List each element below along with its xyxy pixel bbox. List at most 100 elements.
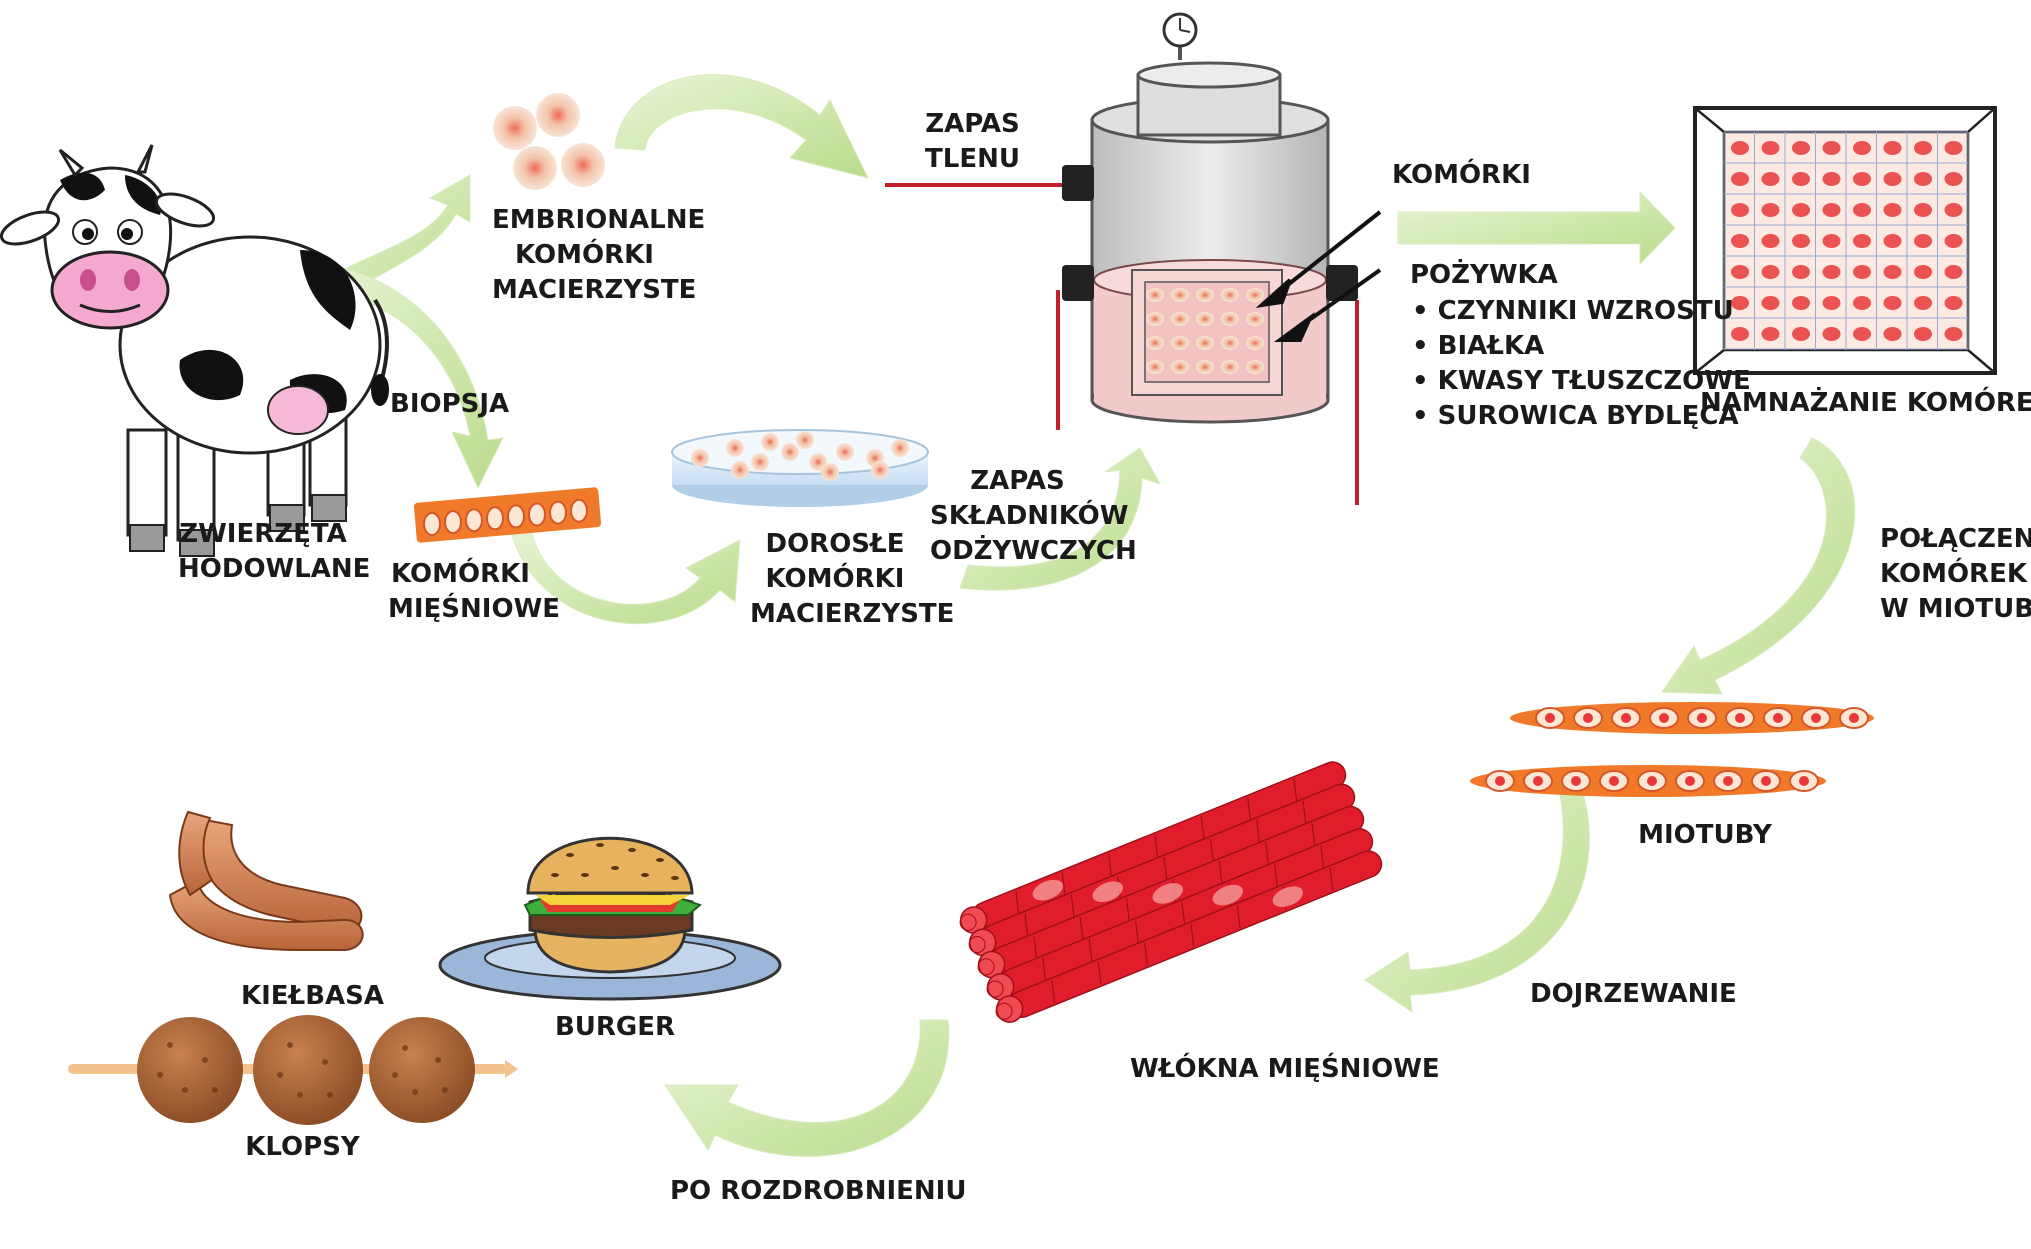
grid-cell bbox=[1914, 141, 1932, 155]
embryonic-cells-icon bbox=[493, 93, 605, 190]
grid-cell bbox=[1731, 172, 1749, 186]
myotube-nucleus-core bbox=[1609, 776, 1619, 786]
arrow-maturation bbox=[1364, 789, 1590, 1014]
meatball-texture bbox=[157, 1042, 448, 1098]
myotube-nucleus-core bbox=[1723, 776, 1733, 786]
grid-cell bbox=[1853, 172, 1871, 186]
grid-cell bbox=[1944, 234, 1963, 248]
myotube-nucleus-core bbox=[1849, 713, 1859, 723]
grid-cell bbox=[1944, 327, 1963, 341]
grid-cell bbox=[1883, 141, 1902, 155]
label-medium: POŻYWKA bbox=[1410, 260, 1558, 290]
fiber-striation bbox=[1126, 898, 1130, 921]
fiber-striation bbox=[1143, 942, 1148, 966]
label-muscle-fibers: WŁÓKNA MIĘŚNIOWE bbox=[1130, 1054, 1440, 1084]
fiber-striation bbox=[1329, 867, 1334, 891]
medium-item-proteins: • BIAŁKA bbox=[1412, 331, 1545, 361]
grid-cell bbox=[1853, 141, 1871, 155]
scaffold-cell bbox=[1221, 336, 1239, 350]
myotube-nucleus-core bbox=[1647, 776, 1657, 786]
medium-item-bovine-serum: • SUROWICA BYDLĘCA bbox=[1412, 401, 1739, 431]
meatball-dot bbox=[402, 1045, 408, 1051]
fiber-striation bbox=[1154, 834, 1159, 858]
fiber-striation bbox=[1033, 935, 1038, 959]
fiber-nucleus bbox=[1152, 883, 1184, 904]
scaffold-cell bbox=[1146, 336, 1164, 350]
dish-cell bbox=[691, 449, 709, 467]
fiber-striation bbox=[1163, 857, 1168, 880]
myotube-nucleus-core bbox=[1697, 713, 1707, 723]
dish-cell bbox=[821, 463, 839, 481]
fiber-striation bbox=[1247, 797, 1251, 821]
label-myotubes: MIOTUBY bbox=[1638, 820, 1772, 850]
muscle-strip-nucleus bbox=[465, 508, 483, 533]
fiber-end-ring bbox=[995, 1002, 1013, 1020]
scaffold-cell bbox=[1196, 336, 1214, 350]
sesame-seed bbox=[566, 853, 574, 857]
label-embryonic-stem-cells: EMBRIONALNE KOMÓRKI MACIERZYSTE bbox=[492, 205, 706, 305]
grid-cell bbox=[1731, 296, 1749, 310]
sesame-seed bbox=[671, 876, 679, 880]
arrow-dish-to-reactor bbox=[959, 447, 1162, 591]
fiber-striation bbox=[1088, 939, 1093, 962]
muscle-strip-nuclei bbox=[423, 498, 588, 536]
grid-cell bbox=[1914, 203, 1932, 217]
fiber-striation bbox=[1256, 819, 1260, 843]
dish-cell bbox=[871, 461, 889, 479]
grid-cell bbox=[1914, 234, 1932, 248]
meatball-dot bbox=[327, 1092, 333, 1098]
fiber-striation bbox=[1209, 838, 1214, 862]
grid-cell bbox=[1761, 172, 1780, 186]
scaffold-cell bbox=[1171, 360, 1189, 374]
grid-cell bbox=[1853, 265, 1871, 279]
grid-cell bbox=[1792, 296, 1810, 310]
fiber-striation bbox=[1015, 891, 1020, 914]
arrow-reactor-to-proliferation bbox=[1397, 190, 1676, 266]
sausage-icon bbox=[168, 810, 364, 951]
grid-cell bbox=[1731, 265, 1749, 279]
grid-cell bbox=[1792, 265, 1810, 279]
bioreactor-icon bbox=[885, 12, 1359, 505]
fiber-striation bbox=[1293, 778, 1298, 802]
fiber-striation bbox=[1311, 823, 1316, 846]
grid-cell bbox=[1792, 141, 1810, 155]
scaffold-cell bbox=[1246, 312, 1264, 326]
meatball-dot bbox=[182, 1087, 188, 1093]
meatball-dot bbox=[412, 1089, 418, 1095]
grid-cell bbox=[1822, 141, 1841, 155]
meatball-dot bbox=[157, 1072, 163, 1078]
myotube-nucleus-core bbox=[1811, 713, 1821, 723]
sesame-seed bbox=[596, 843, 604, 847]
muscle-strip-nucleus bbox=[507, 504, 525, 529]
fiber-end-ring bbox=[959, 913, 977, 931]
sesame-seed bbox=[628, 848, 636, 852]
fiber-striation bbox=[1097, 961, 1102, 985]
arrow-to-myotubes bbox=[1661, 437, 1856, 695]
grid-cell bbox=[1883, 296, 1902, 310]
myotube-nucleus-core bbox=[1571, 776, 1581, 786]
fiber-striation bbox=[1042, 957, 1047, 981]
label-fusion: POŁĄCZENIE KOMÓREK W MIOTUBY bbox=[1880, 524, 2031, 624]
grid-cell bbox=[1944, 203, 1963, 217]
scaffold-cell bbox=[1146, 360, 1164, 374]
grid-cells bbox=[1723, 131, 1969, 350]
petri-dish-cells bbox=[691, 431, 909, 481]
muscle-strip-nucleus bbox=[570, 498, 588, 523]
sesame-seed bbox=[551, 873, 559, 877]
grid-cell bbox=[1792, 234, 1810, 248]
meatball-skewer-icon bbox=[68, 1015, 518, 1125]
arrow-muscle-to-adult bbox=[509, 524, 741, 625]
pointer-arrows bbox=[1255, 210, 1382, 342]
myotube-nucleus-core bbox=[1495, 776, 1505, 786]
scaffold-cell bbox=[1246, 336, 1264, 350]
burger-icon bbox=[438, 836, 782, 1001]
label-burger: BURGER bbox=[554, 1012, 676, 1042]
fiber-nucleus bbox=[1092, 881, 1124, 903]
fiber-striation bbox=[1051, 980, 1056, 1003]
sesame-seed bbox=[581, 873, 589, 877]
fiber-striation bbox=[1200, 816, 1205, 839]
grid-cell bbox=[1822, 203, 1841, 217]
grid-cell bbox=[1853, 296, 1871, 310]
